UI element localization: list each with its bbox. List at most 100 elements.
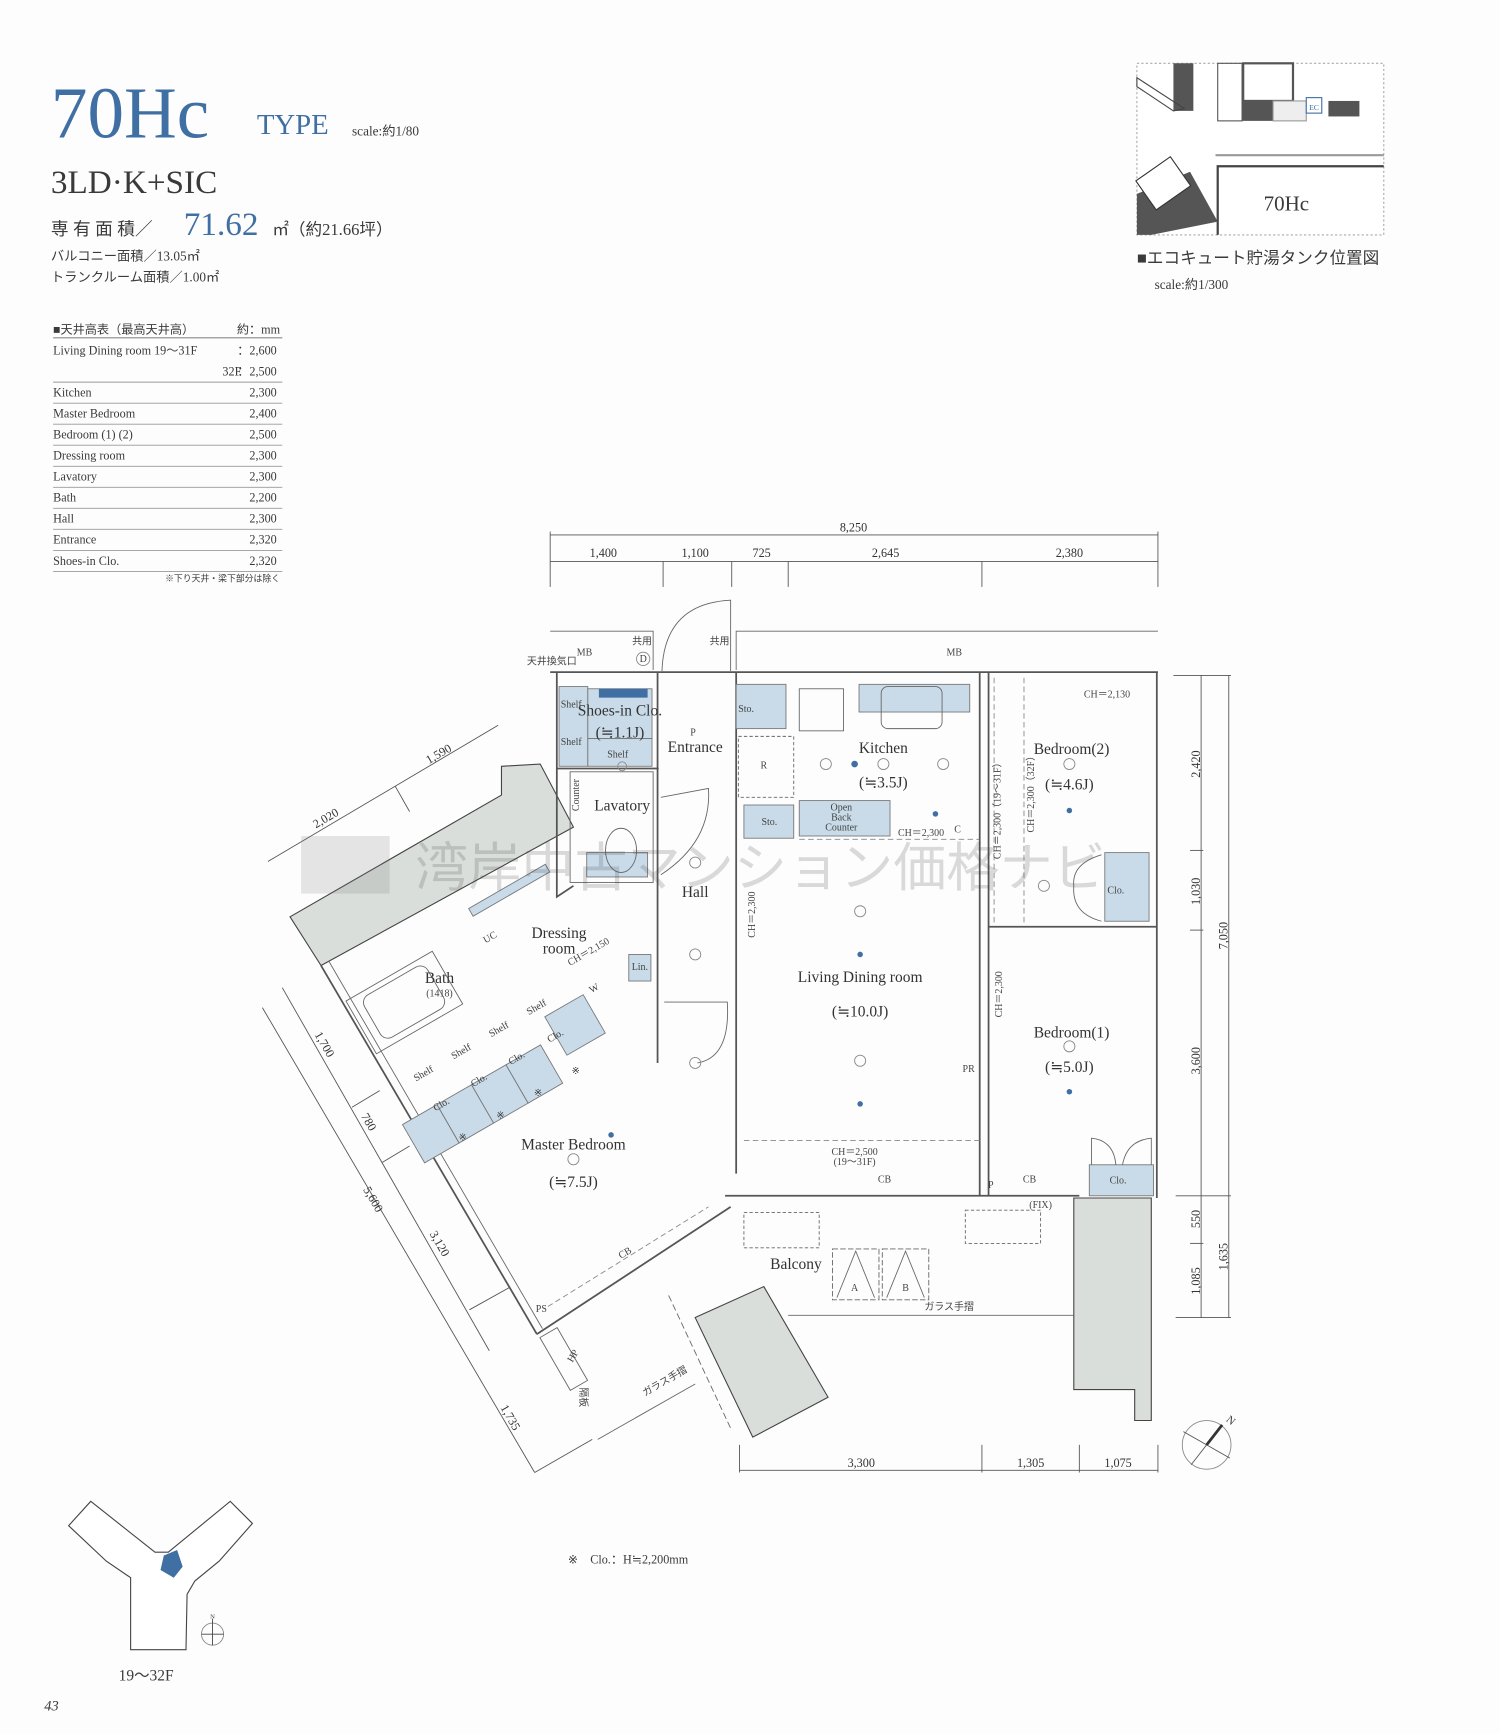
p-mark: P — [690, 727, 696, 738]
dim-left: 1,735 — [498, 1402, 524, 1433]
heat-pump-label: HP — [566, 1347, 582, 1364]
master-bedroom-label: Master Bedroom — [521, 1136, 625, 1153]
open-back-counter-label: Open — [831, 803, 853, 814]
glass-handrail-label: ガラス手摺 — [640, 1363, 689, 1399]
bath-label: Bath — [425, 970, 455, 987]
type-label: TYPE — [257, 109, 329, 141]
table-row-room: 32F — [222, 364, 241, 378]
bedroom1-label: Bedroom(1) — [1034, 1024, 1110, 1041]
dim-right: 550 — [1189, 1210, 1203, 1228]
closet-height-note-mark: ※ — [534, 1088, 542, 1099]
storage-label: Sto. — [761, 817, 777, 828]
table-row-room: Kitchen — [53, 386, 91, 400]
closet-height-note-mark: ※ — [459, 1132, 467, 1143]
pr-mark: PR — [963, 1064, 976, 1075]
ceiling-vent-label: 天井換気口 — [527, 654, 577, 667]
dim-left: 1,700 — [312, 1029, 338, 1060]
open-back-counter-label: Counter — [825, 822, 858, 833]
living-ceiling-height-floors: (19～31F) — [834, 1157, 876, 1168]
outdoor-unit-a: A — [851, 1283, 859, 1294]
floor-plan — [289, 599, 1158, 1440]
map-unit-label: 70Hc — [1264, 192, 1310, 216]
dim-top: 1,400 — [590, 546, 617, 560]
bedroom1-size: (≒5.0J) — [1045, 1059, 1094, 1076]
dim-top: 1,100 — [682, 546, 709, 560]
watermark: 湾岸中古マンション価格ナビ — [301, 836, 1106, 898]
dim-bottom: 1,075 — [1104, 1456, 1131, 1470]
shelf-label: Shelf — [525, 997, 549, 1017]
washer-mark: W — [587, 981, 601, 996]
table-row-room: Living Dining room 19～31F — [53, 343, 197, 357]
table-note: ※下り天井・梁下部分は除く — [165, 572, 280, 583]
table-unit: 約：mm — [237, 321, 281, 336]
plan-header: 70Hc TYPE scale:約1/80 3LD·K+SIC 専 有 面 積／… — [51, 72, 420, 284]
table-row-room: Dressing room — [53, 449, 125, 463]
dim-right-total: 1,635 — [1217, 1243, 1231, 1270]
dim-top-total: 8,250 — [840, 521, 867, 535]
shelf-label: Shelf — [561, 700, 583, 711]
ps-label: PS — [536, 1304, 547, 1315]
dim-right-total: 7,050 — [1217, 922, 1231, 949]
dim-right: 3,600 — [1189, 1047, 1203, 1074]
balcony-label: Balcony — [770, 1256, 822, 1273]
structure-column — [694, 1285, 829, 1438]
dim-right: 1,030 — [1189, 878, 1203, 905]
kitchen-ceiling-height: CH＝2,300 — [898, 828, 944, 839]
dim-left: 780 — [358, 1110, 379, 1133]
storage-label: Sto. — [738, 704, 754, 715]
svg-text:湾岸中古マンション価格ナビ: 湾岸中古マンション価格ナビ — [415, 840, 1106, 898]
living-ceiling-height: CH＝2,500 — [832, 1147, 878, 1158]
shoes-clo-size: (≒1.1J) — [596, 724, 645, 741]
outdoor-unit-b: B — [902, 1283, 909, 1294]
table-row-value: 2,500 — [249, 428, 276, 442]
light-fixtures — [567, 758, 1076, 1166]
refrigerator-mark: R — [761, 760, 768, 771]
table-row-room: Hall — [53, 512, 75, 526]
shelf-label: Shelf — [450, 1042, 474, 1062]
dim-top: 2,380 — [1056, 546, 1083, 560]
dim-top: 725 — [753, 546, 771, 560]
bedroom2-size: (≒4.6J) — [1045, 777, 1094, 794]
bedroom2-ceiling-height: CH＝2,130 — [1084, 690, 1130, 701]
shared-label: 共用 — [632, 635, 652, 647]
uc-mark: UC — [482, 929, 500, 946]
dim-right: 1,085 — [1189, 1267, 1203, 1294]
lavatory-label: Lavatory — [594, 798, 650, 815]
dim-upper-left: 1,590 — [423, 741, 454, 767]
kitchen-label: Kitchen — [859, 740, 908, 757]
linen-label: Lin. — [632, 962, 648, 973]
table-row-room: Bath — [53, 491, 76, 505]
table-row-value: 2,320 — [249, 554, 276, 568]
map-scale: scale:約1/300 — [1155, 277, 1229, 292]
hall-label: Hall — [682, 884, 709, 901]
area-label: 専 有 面 積／ — [51, 219, 153, 239]
balcony-area: バルコニー面積／13.05㎡ — [51, 248, 200, 263]
room-labels: MB MB 共用 共用 D 天井換気口 Shoes-in Clo. (≒1.1J… — [412, 635, 1130, 1407]
building-key-plan: N 19～32F — [67, 1500, 254, 1685]
cb-mark: CB — [617, 1245, 634, 1261]
dressing-room-label: Dressing — [532, 925, 587, 942]
shelf-label: Shelf — [607, 749, 629, 760]
table-row-value: 2,320 — [249, 533, 276, 547]
table-row-value: 2,200 — [249, 491, 276, 505]
cb-mark: CB — [878, 1174, 892, 1185]
dim-bottom: 3,300 — [848, 1456, 875, 1470]
d-mark: D — [640, 654, 647, 665]
shelf-label: Shelf — [487, 1019, 511, 1039]
layout-type: 3LD·K+SIC — [51, 164, 217, 201]
ecocute-location-map: EC 70Hc ■エコキュート貯湯タンク位置図 scale:約1/300 — [1135, 62, 1385, 292]
table-title: ■天井高表（最高天井高） — [53, 321, 194, 336]
dim-top: 2,645 — [872, 546, 899, 560]
p-mark: P — [988, 1180, 994, 1191]
area-value: 71.62 — [184, 206, 259, 243]
table-row-room: Master Bedroom — [53, 407, 136, 421]
dimension-lines: 8,250 1,400 1,100 725 2,645 2,380 2,420 … — [261, 521, 1231, 1473]
bedroom2-label: Bedroom(2) — [1034, 741, 1110, 758]
floor-range: 19～32F — [119, 1668, 174, 1685]
dim-left: 3,120 — [427, 1228, 453, 1259]
closet-height-note: ※ Clo.：H≒2,200mm — [568, 1552, 689, 1566]
cb-mark: CB — [1023, 1174, 1037, 1185]
mb-label: MB — [946, 648, 962, 659]
ceiling-height-32f: CH＝2,300（32F） — [1025, 751, 1037, 833]
entrance-label: Entrance — [668, 739, 723, 756]
